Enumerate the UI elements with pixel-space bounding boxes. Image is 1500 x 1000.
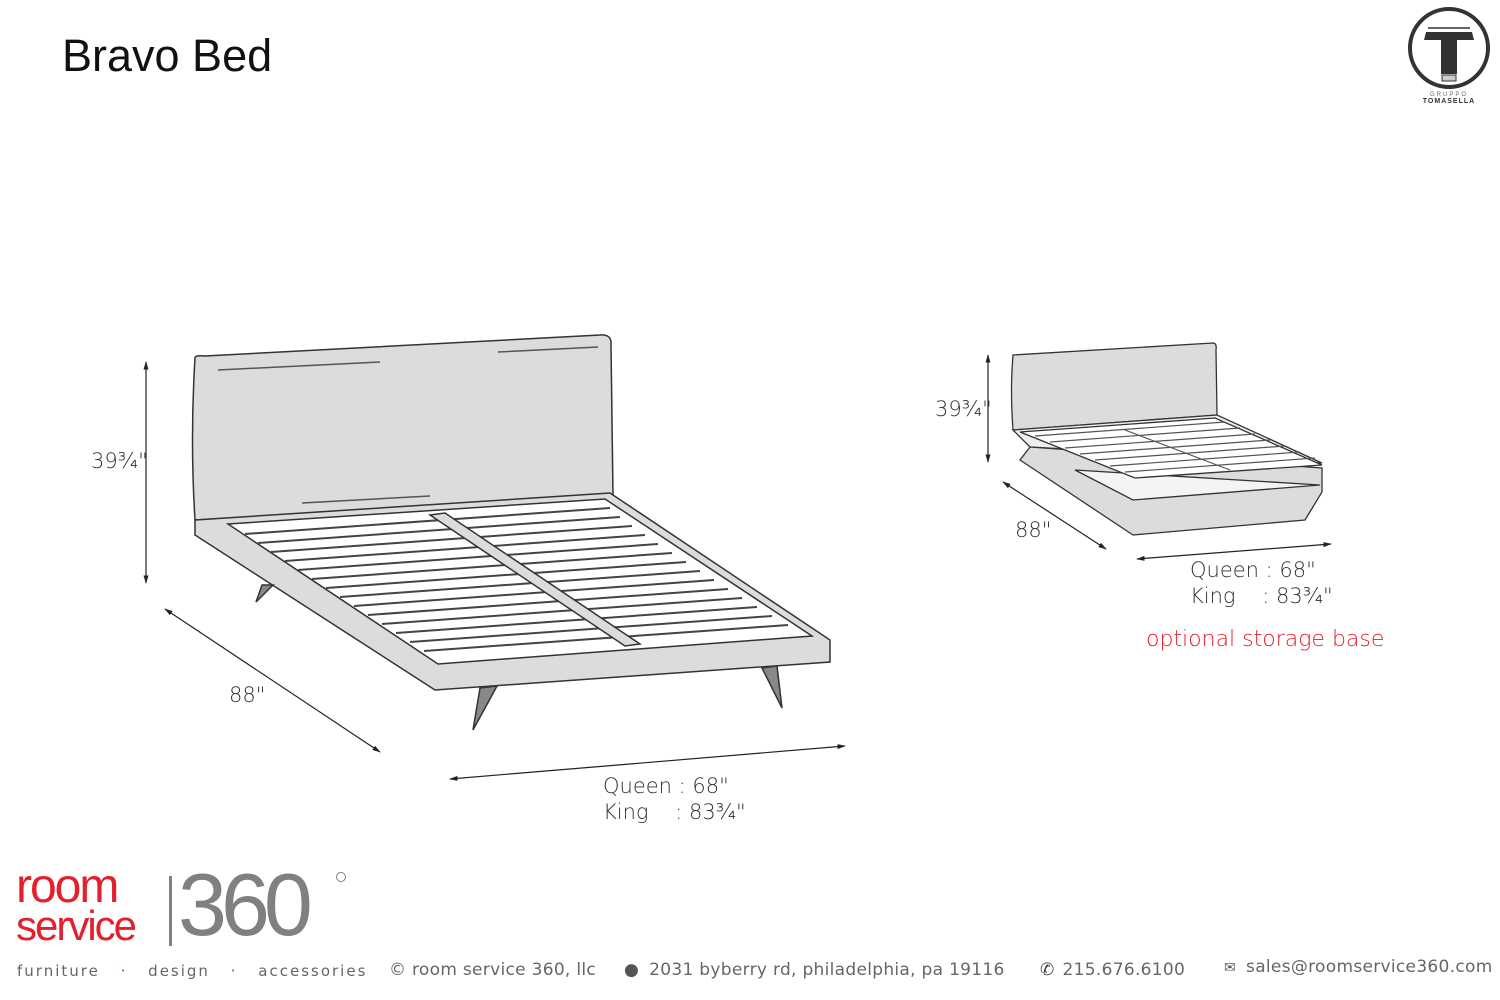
storage-height-label: 39¾" [935, 397, 992, 421]
tagline-design: design [148, 962, 210, 980]
storage-king-width: King : 83¾" [1190, 584, 1333, 608]
dot-separator: · [120, 962, 128, 980]
phone-icon: ✆ [1040, 960, 1055, 980]
page-title: Bravo Bed [62, 30, 273, 81]
address: ● 2031 byberry rd, philadelphia, pa 19116 [624, 960, 1005, 980]
storage-slats [1034, 421, 1316, 473]
slats [244, 507, 789, 652]
phone-text[interactable]: 215.676.6100 [1062, 960, 1186, 980]
main-king-width: King : 83¾" [603, 800, 746, 824]
main-depth-label: 88" [229, 683, 266, 707]
storage-caption: optional storage base [1146, 627, 1385, 652]
logo-360: 360 [178, 855, 313, 954]
main-height-label: 39¾" [91, 449, 148, 473]
tagline-furniture: furniture [17, 962, 100, 980]
logo-gruppo: GRUPPO [1429, 92, 1468, 98]
logo-service: service [16, 902, 137, 949]
logo-divider [169, 876, 172, 946]
storage-queen-width: Queen : 68" [1190, 558, 1316, 582]
degree-icon [336, 872, 346, 882]
storage-dimension-lines [985, 354, 1332, 561]
logo-tomasella: TOMASELLA [1422, 98, 1476, 105]
envelope-icon: ✉ [1224, 960, 1237, 976]
email-link[interactable]: sales@roomservice360.com [1246, 957, 1493, 977]
address-text: 2031 byberry rd, philadelphia, pa 19116 [649, 960, 1005, 980]
copyright: © room service 360, llc [389, 960, 597, 980]
storage-depth-label: 88" [1015, 518, 1052, 542]
logo-room: room [16, 860, 119, 913]
tagline: furniture · design · accessories [17, 962, 367, 980]
tomasella-logo: GRUPPO TOMASELLA [1404, 6, 1494, 106]
main-bed-drawing [191, 334, 831, 731]
tagline-accessories: accessories [258, 962, 368, 980]
phone: ✆ 215.676.6100 [1040, 960, 1185, 980]
map-pin-icon: ● [624, 960, 640, 980]
dot-separator: · [230, 962, 238, 980]
main-queen-width: Queen : 68" [603, 774, 729, 798]
storage-bed-drawing [1010, 342, 1323, 536]
main-dimension-lines [143, 361, 846, 781]
email: ✉ sales@roomservice360.com [1224, 957, 1493, 977]
